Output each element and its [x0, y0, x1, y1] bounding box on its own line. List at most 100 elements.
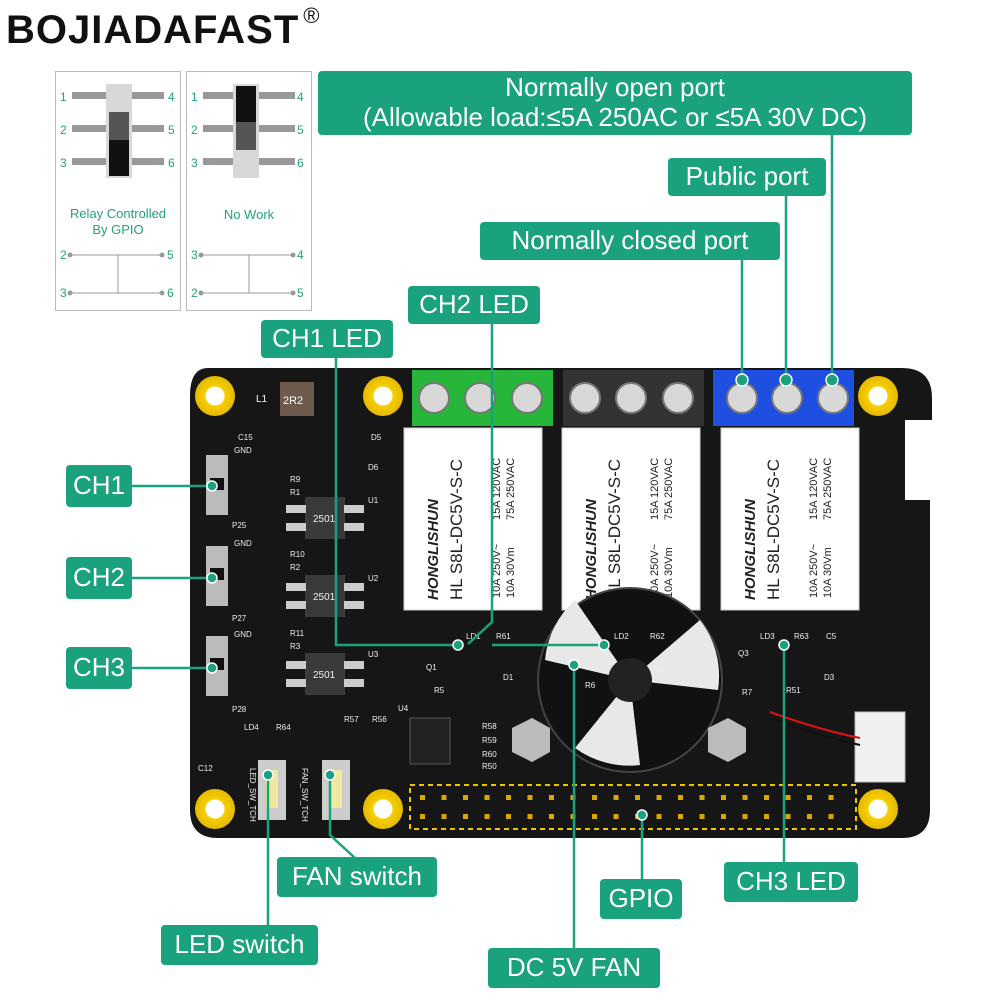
- label-text: DC 5V FAN: [506, 952, 642, 983]
- gpio-pin: [699, 795, 705, 800]
- gpio-pin: [484, 814, 490, 819]
- silk-label: R63: [794, 632, 809, 641]
- relay-rating: 15A 120VAC: [649, 458, 661, 520]
- gpio-pin: [721, 795, 726, 800]
- pin-label: 6: [167, 286, 174, 300]
- label-ch2: CH2: [66, 557, 132, 599]
- silk-label: GND: [234, 539, 252, 548]
- label-text: LED switch: [174, 929, 305, 960]
- gpio-pin: [785, 814, 791, 819]
- gpio-pin: [506, 795, 511, 800]
- gpio-pin: [807, 814, 812, 819]
- silk-label: P28: [232, 705, 247, 714]
- silk-label: GND: [234, 446, 252, 455]
- slide-switch-diagram: [67, 84, 165, 296]
- gpio-pin: [656, 795, 662, 800]
- fan-connector: [854, 711, 906, 783]
- label-text: CH2: [72, 562, 125, 593]
- gpio-pin: [484, 795, 490, 800]
- relay-rating: 15A 120VAC: [808, 458, 820, 520]
- silk-label: R5: [434, 686, 445, 695]
- silk-label: LD4: [244, 723, 259, 732]
- silk-label: R1: [290, 488, 301, 497]
- mounting-hole: [363, 789, 403, 829]
- silk-label: R10: [290, 550, 305, 559]
- silk-label: R61: [496, 632, 511, 641]
- opto-label: 2501: [313, 592, 336, 603]
- label-text: GPIO: [608, 883, 674, 914]
- pin-label: 5: [167, 248, 174, 262]
- silk-label: C12: [198, 764, 213, 773]
- slide-switch-diagram: [198, 84, 296, 296]
- chip-u4: [409, 717, 451, 765]
- pin-label: 3: [191, 156, 198, 170]
- gpio-pin: [549, 814, 554, 819]
- silk-label: D1: [503, 673, 514, 682]
- opto-label: 2501: [313, 514, 336, 525]
- gpio-pin: [807, 795, 812, 800]
- relay-rating: 75A 250VAC: [822, 458, 834, 520]
- silk-label: R64: [276, 723, 291, 732]
- silk-label: R2: [290, 563, 301, 572]
- switch-caption: No Work: [187, 207, 311, 223]
- gpio-pin: [592, 795, 597, 800]
- relay-model: HL S8L-DC5V-S-C: [605, 459, 624, 600]
- gpio-pin: [527, 795, 533, 800]
- relay: [720, 427, 860, 611]
- silk-label: U3: [368, 650, 379, 659]
- relay-brand: HONGLISHUN: [583, 498, 600, 600]
- silk-label: LED_SW_TCH: [248, 768, 257, 822]
- silk-label: LD2: [614, 632, 629, 641]
- silk-label: LD3: [760, 632, 775, 641]
- pin-label: 4: [297, 248, 304, 262]
- relay-rating: 15A 120VAC: [491, 458, 503, 520]
- switch-card-no-work: 1 2 3 4 5 6 No Work 3 2 4 5: [186, 71, 312, 311]
- relay-rating: 10A 250V~: [808, 544, 820, 598]
- relay-rating: 75A 250VAC: [663, 458, 675, 520]
- switch-card-relay: 1 2 3 4 5 6 Relay Controlled By GPIO 2 3…: [55, 71, 181, 311]
- relay-brand: HONGLISHUN: [425, 498, 442, 600]
- label-fan-switch: FAN switch: [277, 857, 437, 897]
- gpio-pin: [420, 814, 425, 819]
- label-gpio: GPIO: [600, 879, 682, 919]
- silk-label: LD1: [466, 632, 481, 641]
- pin-label: 2: [60, 248, 67, 262]
- mounting-hole: [858, 789, 898, 829]
- opto-label: 2501: [313, 670, 336, 681]
- pin-label: 1: [60, 90, 67, 104]
- gpio-pin: [764, 795, 769, 800]
- gpio-pin: [420, 795, 425, 800]
- gpio-pin: [785, 795, 791, 800]
- gpio-pin: [463, 814, 468, 819]
- silk-label: R7: [742, 688, 753, 697]
- label-ch1: CH1: [66, 465, 132, 507]
- pin-label: 4: [168, 90, 175, 104]
- pin-label: 6: [168, 156, 175, 170]
- label-text: CH3: [72, 652, 125, 683]
- silk-label: U4: [398, 704, 409, 713]
- silk-label: R57: [344, 715, 359, 724]
- label-text: FAN switch: [291, 861, 423, 892]
- gpio-pin: [613, 795, 619, 800]
- gpio-pin: [549, 795, 554, 800]
- silk-label: U1: [368, 496, 379, 505]
- caption-line: No Work: [223, 207, 275, 222]
- silk-label: R11: [290, 629, 305, 638]
- label-public-port: Public port: [668, 158, 826, 196]
- relay-brand: HONGLISHUN: [742, 498, 759, 600]
- label-ch3-led: CH3 LED: [724, 862, 858, 902]
- brand-logo: BOJIADAFAST®: [6, 3, 320, 53]
- silk-label: R60: [482, 750, 497, 759]
- gpio-pin: [463, 795, 468, 800]
- pin-label: 6: [297, 156, 304, 170]
- relay-model: HL S8L-DC5V-S-C: [447, 459, 466, 600]
- gpio-pin: [527, 814, 533, 819]
- relay: [403, 427, 543, 611]
- relay-rating: 10A 30Vm: [822, 547, 834, 598]
- silk-label: C15: [238, 433, 253, 442]
- silk-label: D3: [824, 673, 835, 682]
- relay-model: HL S8L-DC5V-S-C: [764, 459, 783, 600]
- label-normally-open-port: Normally open port (Allowable load:≤5A 2…: [318, 71, 912, 135]
- label-text: CH1 LED: [272, 323, 382, 354]
